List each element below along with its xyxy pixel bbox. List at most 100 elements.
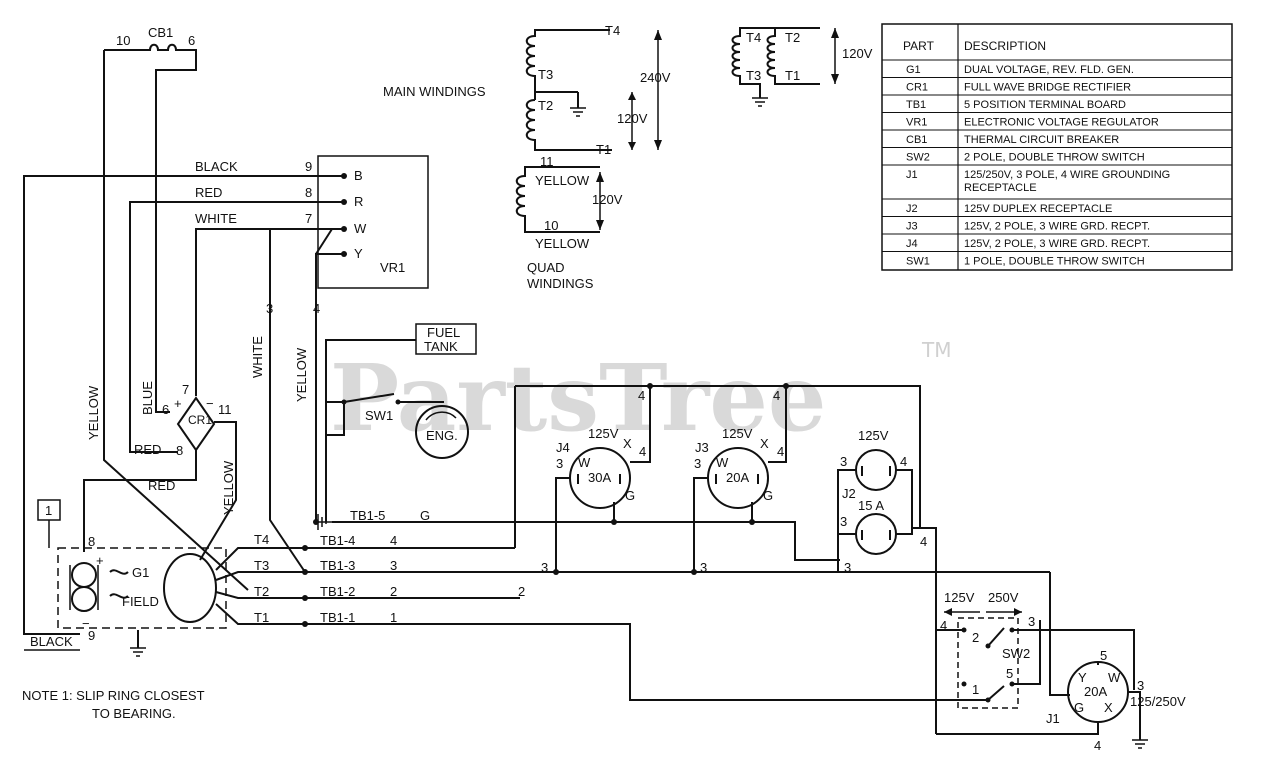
j1-3: 3 [1137, 678, 1144, 693]
j2-3b: 3 [840, 514, 847, 529]
table-cell-part: J4 [906, 238, 918, 250]
sw2-1: 1 [972, 682, 979, 697]
table-cell-part: J2 [906, 203, 918, 215]
table-cell-part: SW2 [906, 152, 930, 164]
alt-t2: T2 [785, 30, 800, 45]
alt-windings: T4 T2 T3 T1 120V [731, 27, 873, 107]
vr1-term-w: W [354, 221, 367, 236]
table-cell-part: CR1 [906, 82, 928, 94]
j1-4: 4 [1094, 738, 1101, 753]
main-t4: T4 [605, 23, 620, 38]
alt-120v: 120V [842, 46, 873, 61]
wire-7-label: 7 [305, 211, 312, 226]
g1-t3: T3 [254, 558, 269, 573]
table-cell-part: J1 [906, 169, 918, 181]
quad-label-1: QUAD [527, 260, 565, 275]
g1-field: FIELD [122, 594, 159, 609]
table-row: CR1 FULL WAVE BRIDGE RECTIFIER [906, 82, 1131, 94]
note-line1: NOTE 1: SLIP RING CLOSEST [22, 688, 205, 703]
j4-w: W [578, 455, 591, 470]
vr1-term-r: R [354, 194, 363, 209]
sw2-125v: 125V [944, 590, 975, 605]
alt-t3: T3 [746, 68, 761, 83]
table-cell-description: DUAL VOLTAGE, REV. FLD. GEN. [964, 64, 1134, 76]
j1-w: W [1108, 670, 1121, 685]
label-yellow-left: YELLOW [86, 385, 101, 440]
main-t3: T3 [538, 67, 553, 82]
tb1-5-label: TB1-5 [350, 508, 385, 523]
j4-4: 4 [639, 444, 646, 459]
table-cell-description: THERMAL CIRCUIT BREAKER [964, 134, 1119, 146]
quad-11: 11 [540, 154, 554, 169]
bus-3-b: 3 [700, 560, 707, 575]
tb1-3-num: 3 [390, 558, 397, 573]
main-120v: 120V [617, 111, 648, 126]
cr1-minus: − [206, 396, 214, 411]
g1-8: 8 [88, 534, 95, 549]
tb1-3-label: TB1-3 [320, 558, 355, 573]
j1-amp: 20A [1084, 684, 1107, 699]
g1-label: G1 [132, 565, 149, 580]
j3-4-top: 4 [773, 388, 780, 403]
table-row: J3 125V, 2 POLE, 3 WIRE GRD. RECPT. [906, 221, 1150, 233]
label-black-g1: BLACK [30, 634, 73, 649]
g1-plus: + [96, 553, 104, 568]
main-windings-label: MAIN WINDINGS [383, 84, 486, 99]
tb1-2-label: TB1-2 [320, 584, 355, 599]
table-cell-part: G1 [906, 64, 921, 76]
tb1-terminal-board: TB1-5 G TB1-4 4 TB1-3 3 TB1-2 2 TB1-1 1 … [302, 386, 840, 627]
j2-4: 4 [900, 454, 907, 469]
label-3: 3 [266, 301, 273, 316]
j4-g: G [625, 488, 635, 503]
label-blue: BLUE [140, 381, 155, 415]
table-row: G1 DUAL VOLTAGE, REV. FLD. GEN. [906, 64, 1134, 76]
table-cell-description: 2 POLE, DOUBLE THROW SWITCH [964, 152, 1145, 164]
j3-3: 3 [694, 456, 701, 471]
table-cell-part: TB1 [906, 99, 926, 111]
label-red-g1: RED [148, 478, 175, 493]
label-4: 4 [313, 301, 320, 316]
tb1-2-far: 2 [518, 584, 525, 599]
quad-yellow-top: YELLOW [535, 173, 590, 188]
table-cell-part: J3 [906, 221, 918, 233]
j3-receptacle: 125V J3 X W 20A G 3 4 4 [693, 386, 787, 572]
note-line2: TO BEARING. [92, 706, 176, 721]
g1-9: 9 [88, 628, 95, 643]
cb1-6: 6 [188, 33, 195, 48]
g1-t2: T2 [254, 584, 269, 599]
j3-4: 4 [777, 444, 784, 459]
table-cell-description: 125V, 2 POLE, 3 WIRE GRD. RECPT. [964, 221, 1150, 233]
tb1-4-label: TB1-4 [320, 533, 355, 548]
j2-3: 3 [840, 454, 847, 469]
g1-t4: T4 [254, 532, 269, 547]
table-cell-part: SW1 [906, 256, 930, 268]
watermark-tm: TM [921, 338, 951, 362]
watermark: PartsTree [330, 344, 826, 452]
j1-name: J1 [1046, 711, 1060, 726]
cr1-plus: + [174, 396, 182, 411]
tb1-1-label: TB1-1 [320, 610, 355, 625]
table-cell-description: 5 POSITION TERMINAL BOARD [964, 99, 1126, 111]
g1-t1: T1 [254, 610, 269, 625]
tb1-4-num: 4 [390, 533, 397, 548]
main-240v: 240V [640, 70, 671, 85]
table-cell-part: CB1 [906, 134, 927, 146]
wire-red-label: RED [195, 185, 222, 200]
table-cell-part: VR1 [906, 117, 927, 129]
wire-white-label: WHITE [195, 211, 237, 226]
j4-x: X [623, 436, 632, 451]
cr1-8: 8 [176, 443, 183, 458]
sw2-5: 5 [1006, 666, 1013, 681]
j1-g: G [1074, 700, 1084, 715]
sw2-4: 4 [940, 618, 947, 633]
sw2-3: 3 [1028, 614, 1035, 629]
main-t2: T2 [538, 98, 553, 113]
j4-receptacle: 125V J4 X W 30A G 3 4 4 [555, 386, 651, 572]
table-cell-description: FULL WAVE BRIDGE RECTIFIER [964, 82, 1131, 94]
